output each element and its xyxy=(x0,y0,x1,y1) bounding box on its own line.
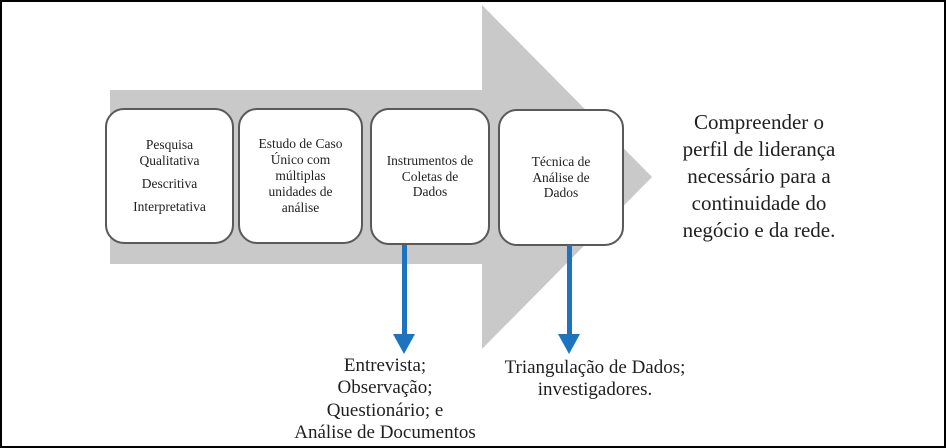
callout-coleta-instrumentos: Entrevista; Observação; Questionário; e … xyxy=(294,355,476,444)
callout-triangulacao: Triangulação de Dados; investigadores. xyxy=(504,357,686,401)
flow-box-label: Descritiva xyxy=(141,176,198,191)
flow-box-estudo-de-caso: Estudo de Caso Único com múltiplas unida… xyxy=(238,108,363,244)
down-arrow-icon xyxy=(393,245,416,354)
down-arrow-head xyxy=(393,334,415,354)
down-arrow-icon xyxy=(558,245,581,354)
flow-box-tecnica-analise: Técnica de Análise de Dados xyxy=(498,109,624,246)
flow-box-pesquisa-qualitativa: Pesquisa Qualitativa Descritiva Interpre… xyxy=(105,108,234,244)
flow-box-instrumentos-coleta: Instrumentos de Coletas de Dados xyxy=(370,108,490,245)
flow-box-label: Técnica de Análise de Dados xyxy=(531,153,591,201)
down-arrow-shaft xyxy=(402,245,407,334)
down-arrow-shaft xyxy=(567,245,572,334)
outcome-text: Compreender o perfil de liderança necess… xyxy=(682,110,836,243)
flow-box-label: Instrumentos de Coletas de Dados xyxy=(386,152,474,200)
flow-box-label: Pesquisa Qualitativa xyxy=(139,137,200,169)
down-arrow-head xyxy=(558,334,580,354)
flow-box-label: Interpretativa xyxy=(133,198,206,214)
flow-box-label: Estudo de Caso Único com múltiplas unida… xyxy=(258,136,343,215)
